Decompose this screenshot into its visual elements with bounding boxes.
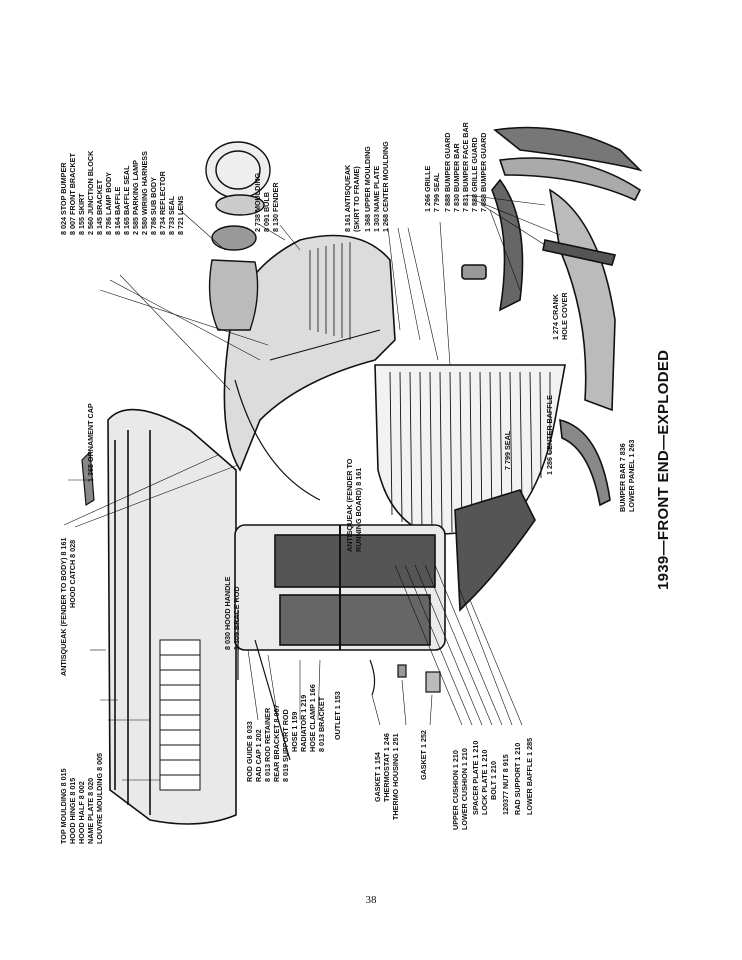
label-front-bracket: 8 007 FRONT BRACKET [68,153,77,235]
label-hose-clamp: HOSE CLAMP 1 166 [308,684,317,752]
label-brace-rod: 1 309 BRACE ROD [232,586,241,650]
label-name-plate-2: 1 303 NAME PLATE [372,166,381,232]
label-grille-guard: 7 888 GRILLE GUARD [470,137,479,212]
label-top-moulding: TOP MOULDING 8 015 [59,768,68,844]
ornament-cap-part [81,450,95,507]
label-hood-hinge: HOOD HINGE 8 015 [68,778,77,844]
label-skirt: 8 155 SKIRT [77,193,86,235]
bumper-assembly [461,126,643,507]
label-lens: 8 721 LENS [176,196,185,235]
label-seal: 8 733 SEAL [167,195,176,235]
label-stop-bumper: 8 024 STOP BUMPER [59,162,68,235]
label-rod-guide: ROD GUIDE 8 033 [245,721,254,782]
label-antisqueak-running-1: ANTISQUEAK (FENDER TO [345,458,354,552]
label-lower-cushion: LOWER CUSHION 1 210 [460,748,469,830]
label-bracket: 8 013 BRACKET [317,696,326,752]
label-name-plate: NAME PLATE 8 020 [86,778,95,844]
label-rad-cap: RAD CAP 1 202 [254,729,263,782]
label-support-rod: 8 019 SUPPORT ROD [281,709,290,782]
label-bumper-guard-2: 7 888 BUMPER GUARD [479,133,488,212]
hood-rods [237,610,441,761]
hood-assembly [107,408,237,825]
label-rad-support: RAD SUPPORT 1 210 [513,743,522,815]
label-wiring-harness: 2 580 WIRING HARNESS [140,151,149,235]
label-bumper-bar-bottom: BUMPER BAR 7 836 [618,443,627,512]
crank-cover: 1 274 CRANK HOLE COVER [551,292,569,340]
top-labels-2: 2 738 MOULDING 8 091 BULB 8 130 FENDER [253,172,280,232]
label-reflector: 8 734 REFLECTOR [158,170,167,235]
page-title: 1939—FRONT END—EXPLODED [655,350,672,590]
label-bolt: BOLT 1 210 [489,761,498,800]
label-baffle-seal: 8 165 BAFFLE SEAL [122,165,131,235]
thermo-labels: GASKET 1 154 THERMOSTAT 1 246 THERMO HOU… [373,730,428,820]
label-louvre-moulding: LOUVRE MOULDING 8 005 [95,753,104,844]
label-bulb: 8 091 BULB [262,192,271,232]
label-upper-moulding: 1 368 UPPER MOULDING [363,146,372,232]
label-rear-bracket: REAR BRACKET 8 007 [272,705,281,782]
label-hood-handle: 8 030 HOOD HANDLE [223,576,232,650]
label-bumper-face-bar: 7 831 BUMPER FACE BAR [461,121,470,212]
radiator-mount-labels: UPPER CUSHION 1 210 LOWER CUSHION 1 210 … [451,738,534,830]
label-upper-cushion: UPPER CUSHION 1 210 [451,750,460,830]
top-labels-3: 1 368 UPPER MOULDING 1 303 NAME PLATE 1 … [363,141,390,232]
label-fender: 8 130 FENDER [271,182,280,232]
label-antisqueak-skirt-1: 8 161 ANTISQUEAK [343,164,352,232]
label-antisqueak-running-2: RUNNING BOARD) 8 161 [354,468,363,552]
label-lower-panel: LOWER PANEL 1 263 [627,440,636,512]
label-gasket-2: GASKET 1 252 [419,730,428,780]
page-number: 38 [365,894,377,906]
label-bumper-guard-1: 7 888 BUMPER GUARD [443,133,452,212]
leader-lines [63,194,561,781]
label-antisqueak-skirt-2: (SKIRT TO FRAME) [352,166,361,232]
fender-assembly [223,234,396,501]
label-sub-body: 8 786 SUB BODY [149,177,158,235]
label-spacer-plate: SPACER PLATE 1 210 [471,741,480,815]
label-thermostat: THERMOSTAT 1 246 [382,733,391,802]
label-grille: 1 266 GRILLE [423,165,432,212]
label-rod-retainer: 8 013 ROD RETAINER [263,707,272,782]
label-bracket-2: 8 145 BRACKET [95,179,104,235]
parking-lamp-part [205,141,271,331]
antisqueak-running: ANTISQUEAK (FENDER TO RUNNING BOARD) 8 1… [345,458,363,552]
label-parking-lamp: 2 585 PARKING LAMP [131,160,140,235]
label-gasket-1: GASKET 1 154 [373,752,382,802]
label-ornament-cap: 1 365 ORNAMENT CAP [86,403,95,482]
label-seal-mid: 7 799 SEAL [503,430,512,470]
label-center-moulding: 1 268 CENTER MOULDING [381,141,390,232]
top-labels-4: 1 266 GRILLE 7 799 SEAL 7 888 BUMPER GUA… [423,121,488,212]
label-lower-baffle: LOWER BAFFLE 1 285 [525,738,534,815]
label-junction-block: 2 560 JUNCTION BLOCK [86,150,95,235]
label-crank-cover-2: HOLE COVER [560,292,569,340]
label-nut: 120377 NUT 8 915 [501,754,510,815]
label-lock-plate: LOCK PLATE 1 210 [480,750,489,815]
label-bumper-bar: 7 830 BUMPER BAR [452,142,461,212]
label-baffle: 8 164 BAFFLE [113,186,122,235]
label-hood-half: HOOD HALF 8 002 [77,781,86,844]
center-labels: ROD GUIDE 8 033 RAD CAP 1 202 8 013 ROD … [245,684,342,782]
radiator-part [234,524,446,651]
label-hose: HOSE 1 159 [290,712,299,752]
label-radiator: RADIATOR 1 219 [299,695,308,752]
left-labels: TOP MOULDING 8 015 HOOD HINGE 8 015 HOOD… [59,753,104,844]
label-hood-catch: HOOD CATCH 8 028 [68,540,77,608]
label-thermo-housing: THERMO HOUSING 1 251 [391,733,400,820]
label-seal-2: 7 799 SEAL [432,172,441,212]
label-lamp-body: 8 786 LAMP BODY [104,172,113,235]
lower-baffle-part [454,489,536,612]
label-crank-cover-1: 1 274 CRANK [551,293,560,340]
label-outlet: OUTLET 1 153 [333,691,342,740]
antisqueak-skirt: 8 161 ANTISQUEAK (SKIRT TO FRAME) [343,164,361,232]
label-center-baffle: 1 286 CENTER BAFFLE [545,395,554,475]
bumper-bottom: BUMPER BAR 7 836 LOWER PANEL 1 263 [618,440,636,512]
label-antisqueak-body: ANTISQUEAK (FENDER TO BODY) 8 161 [59,538,68,676]
top-labels: 8 024 STOP BUMPER 8 007 FRONT BRACKET 8 … [59,150,185,235]
label-moulding: 2 738 MOULDING [253,172,262,232]
